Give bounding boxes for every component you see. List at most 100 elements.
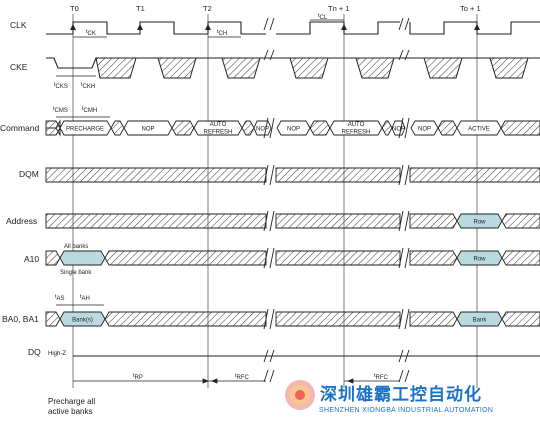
break-marks: [263, 17, 410, 383]
command-label-nop-2: NOP: [256, 127, 269, 133]
command-label-active: ACTIVE: [468, 127, 490, 133]
command-label-nop-1: NOP: [141, 127, 154, 133]
clk-edge-arrow-t1: [137, 24, 143, 30]
clk-edge-arrow-to1: [474, 24, 480, 30]
address-hatch-2: [275, 213, 401, 229]
reference-lines: [72, 14, 478, 388]
command-hatch-8: [500, 120, 540, 136]
command-hatch-7: [437, 120, 458, 136]
command-hatch-3: [171, 120, 195, 136]
command-label-nop-4: NOP: [392, 127, 405, 133]
ba-hatch-3: [275, 311, 401, 327]
command-hatch-2: [110, 120, 125, 136]
trp-label: tRP: [133, 373, 143, 381]
signal-label-ba: BA0, BA1: [2, 314, 39, 324]
watermark-english-text: SHENZHEN XIONGBA INDUSTRIAL AUTOMATION: [319, 407, 493, 414]
timing-tcl: tCL: [310, 13, 344, 21]
a10-hatch-3: [275, 250, 401, 266]
footnote-line-1: Precharge all: [48, 397, 95, 406]
clock-label-t0: T0: [70, 4, 79, 13]
cke-dont-care-3: [221, 57, 261, 79]
signal-label-address: Address: [6, 216, 37, 226]
clk-edge-arrows: [70, 24, 480, 30]
address-bus: [45, 213, 540, 229]
signal-label-a10: A10: [24, 254, 39, 264]
tcl-label: tCL: [318, 13, 328, 21]
command-label-refresh-2: REFRESH: [342, 130, 371, 136]
command-hatch-6: [381, 120, 393, 136]
signal-label-dqm: DQM: [19, 169, 39, 179]
timing-tch: tCH: [208, 29, 241, 38]
clock-labels: T0 T1 T2 Tn + 1 To + 1: [70, 4, 481, 13]
tah-label: tAH: [80, 294, 90, 302]
break-mark-right: [398, 17, 410, 383]
cke-dont-care-4: [289, 57, 329, 79]
command-label-nop-3: NOP: [287, 127, 300, 133]
ba-hatch-2: [104, 311, 267, 327]
clk-edge-arrow-t2: [205, 24, 211, 30]
footnote-line-2: active banks: [48, 407, 92, 416]
address-hatch-4: [501, 213, 540, 229]
clk-waveform: [46, 21, 540, 35]
signal-label-cke: CKE: [10, 62, 28, 72]
cke-dont-care-2: [157, 57, 197, 79]
signal-label-clk: CLK: [10, 20, 27, 30]
tas-label: tAS: [55, 294, 65, 302]
a10-bus: [45, 250, 540, 266]
command-hatch-1: [45, 119, 61, 137]
trfc2-arrowhead: [346, 378, 354, 384]
break-mark-left: [263, 17, 275, 383]
ba-active-bank-label: Bank: [473, 318, 488, 324]
cke-waveform: [46, 57, 540, 79]
trfc1-label: tRFC: [235, 373, 250, 381]
ba-bank-label: Bank(s): [72, 318, 93, 324]
command-hatch-4: [241, 120, 255, 136]
clock-label-tn1: Tn + 1: [328, 4, 349, 13]
trfc1-arrowhead: [210, 378, 218, 384]
a10-single-bank-note: Single bank: [60, 270, 92, 276]
command-label-auto-2: AUTO: [348, 122, 365, 128]
address-hatch-1: [45, 213, 267, 229]
cke-dont-care-1: [95, 57, 137, 79]
tckh-label: tCKH: [81, 82, 95, 90]
command-labels: PRECHARGE NOP AUTO REFRESH NOP NOP AUTO …: [66, 122, 490, 136]
tcmh-label: tCMH: [82, 106, 97, 114]
clk-edge-arrow-tn1: [341, 24, 347, 30]
clock-label-t1: T1: [136, 4, 145, 13]
a10-hatch-5: [501, 250, 540, 266]
clock-label-t2: T2: [203, 4, 212, 13]
trp-arrowhead: [202, 378, 210, 384]
signal-label-command: Command: [0, 123, 39, 133]
command-label-refresh-1: REFRESH: [204, 130, 233, 136]
tcks-label: tCKS: [54, 82, 68, 90]
dq-high-z-label: High-Z: [48, 351, 66, 357]
trfc2-label: tRFC: [374, 373, 389, 381]
bottom-timing-bar: [73, 378, 400, 384]
tck-label: tCK: [86, 29, 96, 37]
cke-dont-care-7: [489, 57, 529, 79]
a10-precharge-slot: [59, 250, 106, 266]
timing-tck: tCK: [73, 29, 107, 38]
tcms-label: tCMS: [53, 106, 68, 114]
cke-dont-care-5: [355, 57, 395, 79]
signal-label-dq: DQ: [28, 347, 41, 357]
address-row-label: Row: [473, 220, 486, 226]
watermark-emblem-inner: [295, 390, 305, 400]
cke-dont-care-regions: [95, 57, 529, 79]
ba-bus: [45, 311, 540, 327]
command-label-precharge: PRECHARGE: [66, 127, 104, 133]
cke-dont-care-6: [423, 57, 463, 79]
command-hatch-5: [309, 120, 331, 136]
command-label-nop-5: NOP: [418, 127, 431, 133]
a10-row-label: Row: [473, 257, 486, 263]
dqm-hatch-3: [409, 167, 540, 183]
a10-hatch-2: [104, 250, 267, 266]
dqm-bus: [45, 167, 540, 183]
ba-hatch-5: [501, 311, 540, 327]
ba-hatch-1: [45, 311, 61, 327]
dqm-hatch-1: [45, 167, 267, 183]
a10-hatch-4: [409, 250, 458, 266]
address-hatch-3: [409, 213, 458, 229]
watermark-logo: 深圳雄霸工控自动化 SHENZHEN XIONGBA INDUSTRIAL AU…: [285, 380, 493, 414]
